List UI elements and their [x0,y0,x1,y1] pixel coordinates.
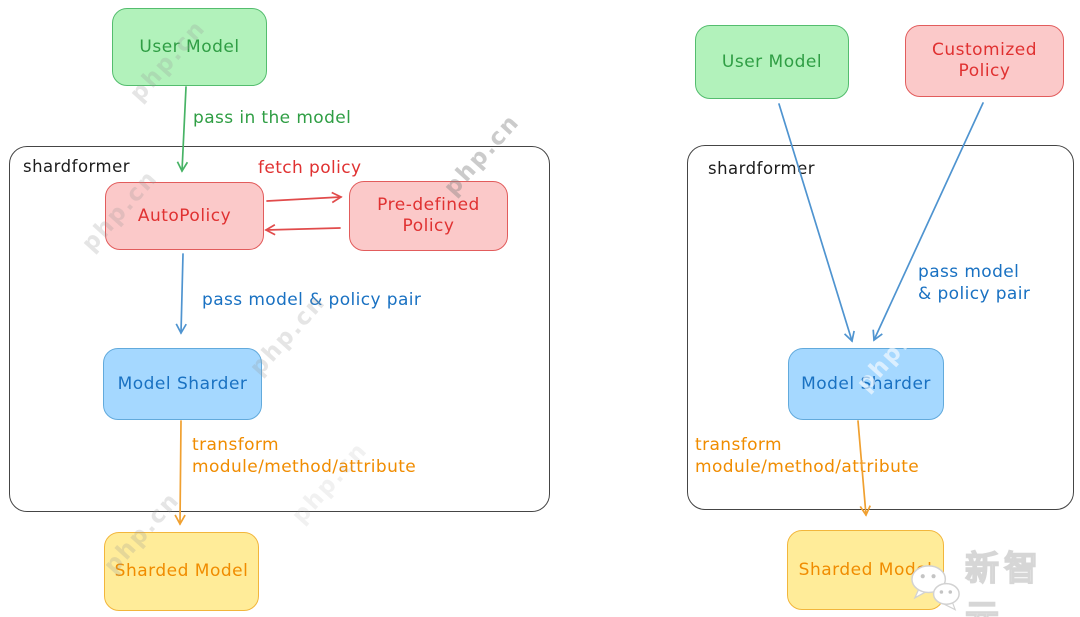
node-customized-policy: Customized Policy [905,25,1064,97]
node-autopolicy: AutoPolicy [105,182,264,250]
annotation-fetch-policy: fetch policy [258,158,362,178]
annotation-transform-left: transform module/method/attribute [192,435,417,477]
node-model-sharder-right: Model Sharder [788,348,944,420]
shardformer-container-left [9,146,550,512]
shardformer-label-right: shardformer [708,159,816,178]
xinzhiyuan-logo: 新智元 [908,541,1080,617]
node-sharded-model-left: Sharded Model [104,532,259,611]
node-model-sharder-left: Model Sharder [103,348,262,420]
annotation-pass-pair-left: pass model & policy pair [202,290,422,310]
logo-text: 新智元 [964,548,1043,617]
chat-bubbles-icon [911,565,960,611]
annotation-pass-pair-right: pass model & policy pair [918,262,1031,304]
annotation-transform-right: transform module/method/attribute [695,435,920,477]
annotation-pass-in-model: pass in the model [193,108,352,128]
shardformer-label-left: shardformer [23,157,131,176]
node-predefined-policy: Pre-defined Policy [349,181,508,251]
node-user-model-right: User Model [695,25,849,99]
node-user-model-left: User Model [112,8,267,86]
